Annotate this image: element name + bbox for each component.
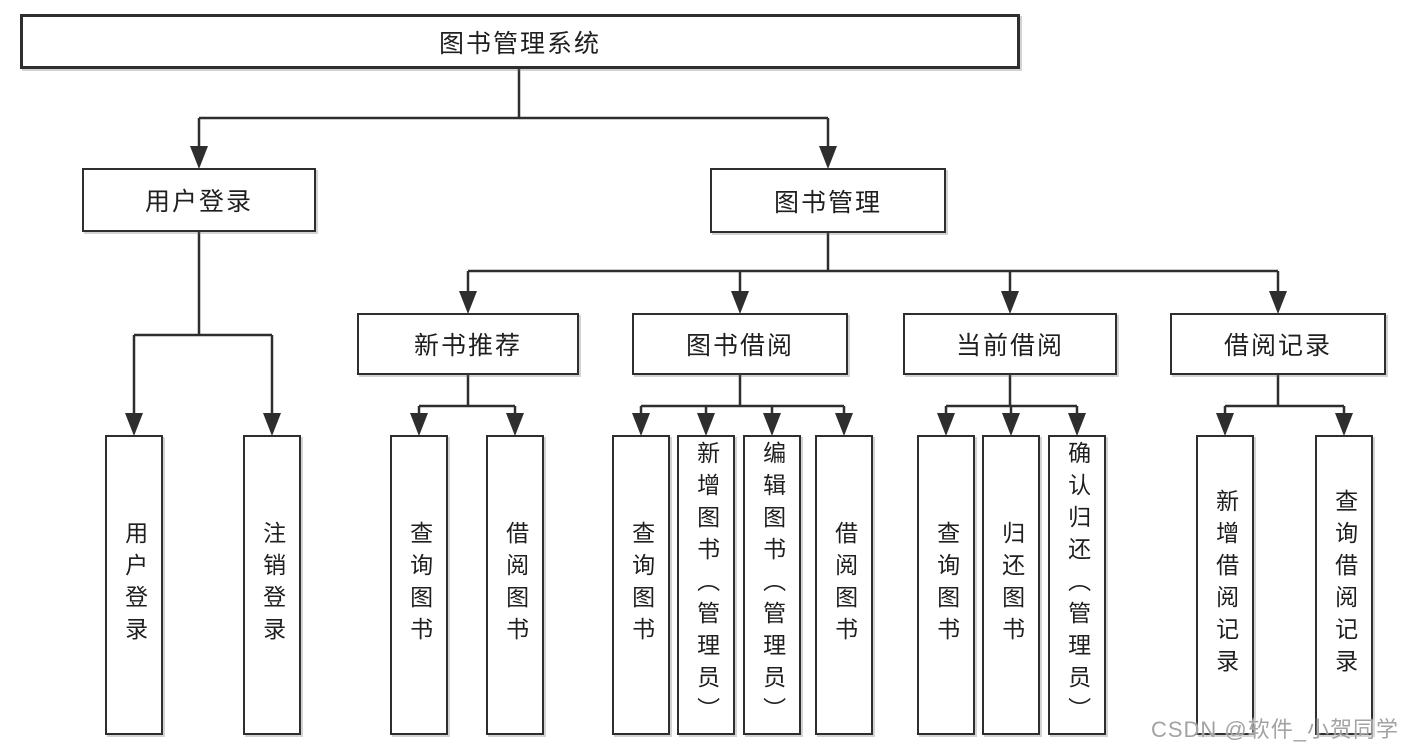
arrowhead-book-borrow [731, 291, 749, 314]
node-leaf-borrow-book-rec-label: 借阅图书 [502, 521, 529, 649]
arrowhead-book-mgmt [819, 146, 837, 169]
arrowhead-leaf-add-record [1216, 413, 1234, 436]
node-borrow-record-label: 借阅记录 [1223, 332, 1332, 360]
arrowhead-leaf-add-book [697, 413, 715, 436]
node-leaf-return-book-label: 归还图书 [998, 521, 1025, 649]
arrowhead-leaf-edit-book [763, 413, 781, 436]
arrowhead-leaf-query-record [1335, 413, 1353, 436]
node-leaf-borrow-book-label: 借阅图书 [831, 521, 858, 649]
arrowhead-leaf-query-book-rec [410, 413, 428, 436]
node-leaf-borrow-book: 借阅图书 [815, 435, 873, 735]
arrowhead-user-login [190, 146, 208, 169]
arrowhead-borrow-record [1269, 291, 1287, 314]
arrowhead-leaf-borrow-book [835, 413, 853, 436]
connector-current-borrow-children [944, 375, 1079, 415]
node-leaf-query-book-borrow: 查询图书 [612, 435, 670, 735]
node-leaf-query-book-borrow-label: 查询图书 [628, 521, 655, 649]
node-leaf-query-book-current: 查询图书 [917, 435, 975, 735]
arrowhead-leaf-user-login [125, 413, 143, 436]
node-leaf-borrow-book-rec: 借阅图书 [486, 435, 544, 735]
arrowhead-leaf-query-book-current [937, 413, 955, 436]
node-leaf-add-record-label: 新增借阅记录 [1212, 489, 1239, 681]
arrowhead-leaf-borrow-book-rec [506, 413, 524, 436]
node-book-mgmt: 图书管理 [710, 168, 946, 233]
node-leaf-query-record: 查询借阅记录 [1315, 435, 1373, 735]
connector-user-login-children [132, 232, 274, 415]
node-user-login-label: 用户登录 [144, 188, 253, 216]
node-leaf-add-record: 新增借阅记录 [1196, 435, 1254, 735]
node-book-mgmt-label: 图书管理 [773, 188, 882, 217]
node-leaf-logout: 注销登录 [243, 435, 301, 735]
arrowhead-leaf-logout [263, 413, 281, 436]
node-leaf-confirm-return-label: 确认归还（管理员） [1064, 441, 1091, 729]
node-leaf-logout-label: 注销登录 [259, 521, 286, 649]
node-root-label: 图书管理系统 [438, 29, 601, 58]
arrowhead-leaf-confirm-return [1068, 413, 1086, 436]
node-leaf-user-login: 用户登录 [105, 435, 163, 735]
arrowhead-leaf-return-book [1002, 413, 1020, 436]
node-leaf-query-record-label: 查询借阅记录 [1331, 489, 1358, 681]
node-root: 图书管理系统 [20, 14, 1020, 69]
node-book-borrow: 图书借阅 [632, 313, 848, 375]
arrowhead-new-book-rec [459, 291, 477, 314]
node-user-login: 用户登录 [82, 168, 316, 232]
node-leaf-query-book-current-label: 查询图书 [933, 521, 960, 649]
connector-root-children [197, 69, 830, 148]
node-current-borrow: 当前借阅 [903, 313, 1117, 375]
csdn-watermark: CSDN @软件_小贺同学 [1150, 717, 1399, 742]
node-current-borrow-label: 当前借阅 [955, 332, 1064, 360]
connector-book-borrow-children [639, 375, 846, 415]
node-new-book-rec-label: 新书推荐 [413, 332, 522, 360]
node-leaf-edit-book-label: 编辑图书（管理员） [759, 441, 786, 729]
connector-new-book-children [417, 375, 517, 415]
node-leaf-confirm-return: 确认归还（管理员） [1048, 435, 1106, 735]
node-leaf-query-book-rec: 查询图书 [390, 435, 448, 735]
node-leaf-edit-book: 编辑图书（管理员） [743, 435, 801, 735]
node-borrow-record: 借阅记录 [1170, 313, 1386, 375]
node-leaf-add-book: 新增图书（管理员） [677, 435, 735, 735]
node-leaf-add-book-label: 新增图书（管理员） [693, 441, 720, 729]
node-leaf-query-book-rec-label: 查询图书 [406, 521, 433, 649]
connector-borrow-record-children [1223, 375, 1346, 415]
connector-book-mgmt-children [466, 233, 1280, 293]
node-book-borrow-label: 图书借阅 [685, 332, 794, 360]
node-new-book-rec: 新书推荐 [357, 313, 579, 375]
arrowhead-current-borrow [1001, 291, 1019, 314]
node-leaf-user-login-label: 用户登录 [121, 521, 148, 649]
arrowhead-leaf-query-book-borrow [632, 413, 650, 436]
node-leaf-return-book: 归还图书 [982, 435, 1040, 735]
